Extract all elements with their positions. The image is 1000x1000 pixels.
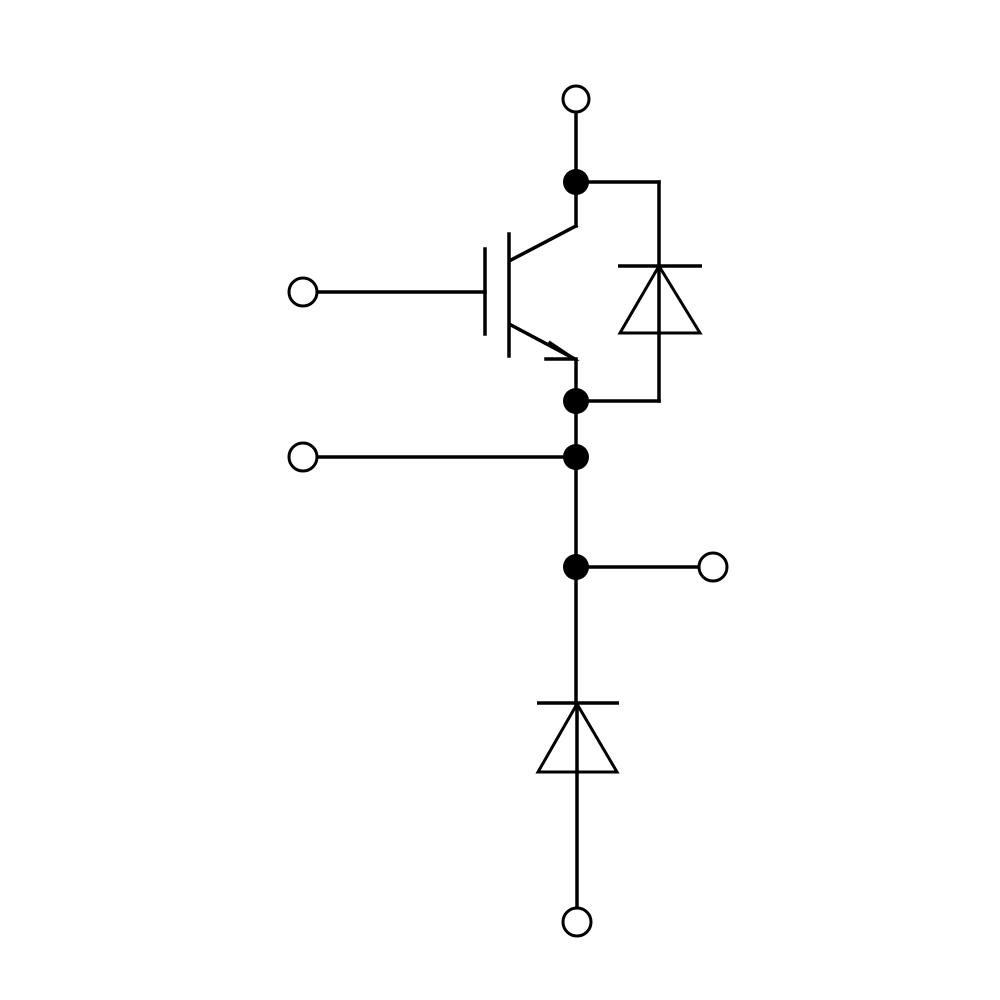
series-diode bbox=[535, 701, 620, 774]
freewheel-diode-loop bbox=[574, 180, 703, 403]
igbt-emitter-arrow-icon bbox=[544, 340, 580, 361]
output-branch bbox=[574, 551, 729, 583]
emitter-sense-branch bbox=[287, 441, 578, 473]
collector-branch bbox=[561, 84, 591, 184]
gate-terminal[interactable] bbox=[287, 276, 319, 308]
junction-dot-emitter bbox=[563, 388, 589, 414]
igbt-transistor bbox=[483, 180, 580, 403]
freewheel-diode bbox=[617, 263, 703, 335]
collector-terminal[interactable] bbox=[561, 84, 591, 114]
bottom-branch bbox=[561, 770, 593, 938]
junction-dot-output bbox=[563, 554, 589, 580]
junction-dot-emitter-sense bbox=[563, 444, 589, 470]
junction-dots bbox=[563, 169, 589, 580]
output-terminal[interactable] bbox=[697, 551, 729, 583]
bottom-terminal[interactable] bbox=[561, 906, 593, 938]
emitter-sense-terminal[interactable] bbox=[287, 441, 319, 473]
igbt-collector-diagonal bbox=[508, 223, 579, 263]
gate-branch bbox=[287, 276, 487, 308]
junction-dot-collector bbox=[563, 169, 589, 195]
